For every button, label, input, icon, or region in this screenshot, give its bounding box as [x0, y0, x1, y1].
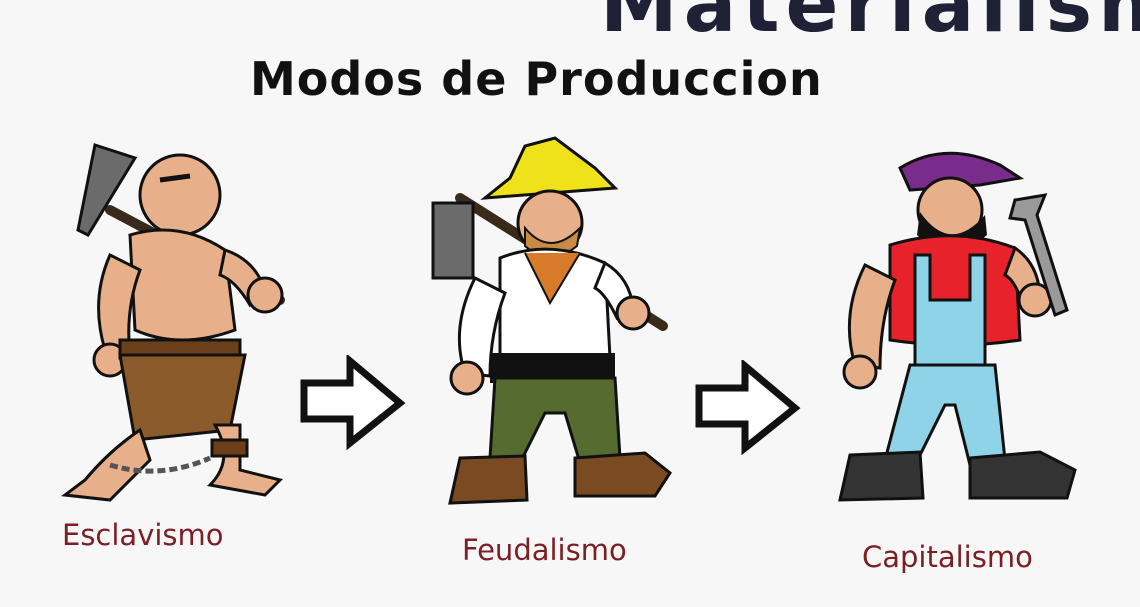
worker-figure [838, 151, 1077, 502]
arrow-right-icon [695, 360, 801, 455]
top-cut-text: Materialismo [600, 0, 1140, 50]
peasant-figure [431, 136, 673, 505]
page-title: Modos de Produccion [250, 52, 823, 106]
stage-label-esclavismo: Esclavismo [62, 518, 224, 552]
wrench-icon [1008, 193, 1069, 318]
stage-label-capitalismo: Capitalismo [862, 540, 1033, 574]
arrow-right-icon [300, 355, 406, 450]
stage-label-feudalismo: Feudalismo [462, 533, 627, 567]
slave-figure [61, 143, 285, 502]
